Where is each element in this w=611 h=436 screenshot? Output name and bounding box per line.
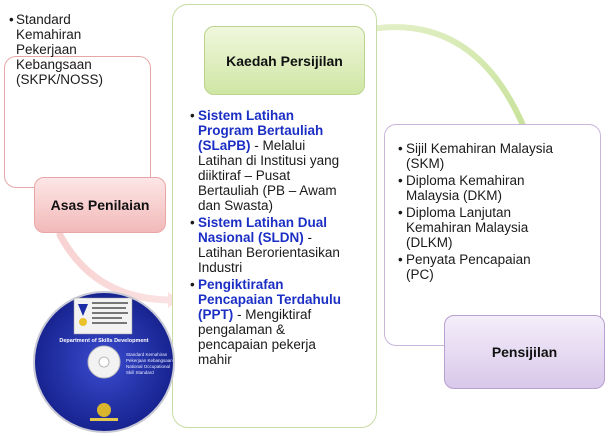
bullet: •: [398, 173, 403, 188]
method-description: Latihan di Institusi yang: [198, 153, 340, 168]
bullet: •: [398, 252, 403, 267]
cd-line: Skill Standard: [126, 370, 154, 375]
bullet: •: [9, 12, 14, 27]
certification-card: [384, 124, 601, 346]
method-description: Bertauliah (PB – Awam: [198, 183, 337, 198]
bullet: •: [190, 277, 195, 292]
kaedah-persijilan-label: Kaedah Persijilan: [204, 26, 365, 95]
method-description: dan Swasta): [198, 198, 274, 213]
method-description: Industri: [198, 260, 243, 275]
bullet: •: [398, 205, 403, 220]
method-description: diiktiraf – Pusat: [198, 168, 291, 183]
cd-line: Pekerjaan Kebangsaan: [126, 358, 173, 363]
certification-item: •Sijil Kemahiran Malaysia(SKM): [398, 141, 593, 171]
cd-top-label: Department of Skills Development: [59, 338, 148, 344]
certification-line: Sijil Kemahiran Malaysia: [406, 141, 554, 156]
method-title: (SLaPB): [198, 138, 251, 153]
cd-line: Standard Kemahiran: [126, 352, 168, 357]
basis-line: (SKPK/NOSS): [16, 72, 104, 87]
method-description: mahir: [198, 352, 232, 367]
method-title: Pengiktirafan: [198, 277, 284, 292]
basis-card: [4, 56, 151, 188]
method-title: Sistem Latihan: [198, 108, 295, 123]
certification-line: (PC): [406, 267, 434, 282]
method-title: (PPT): [198, 307, 234, 322]
method-description: - Melalui: [250, 138, 306, 153]
noss-cd-image: Department of Skills Development Standar…: [33, 291, 175, 433]
certification-list: •Sijil Kemahiran Malaysia(SKM)•Diploma K…: [398, 141, 593, 284]
asas-penilaian-label: Asas Penilaian: [34, 177, 166, 233]
method-description: - Mengiktiraf: [233, 307, 312, 322]
bullet: •: [190, 108, 195, 123]
method-title: Pencapaian Terdahulu: [198, 292, 342, 307]
method-title: Program Bertauliah: [198, 123, 324, 138]
asas-to-middle-arrow: [56, 231, 176, 304]
cd-line: National Occupational: [126, 364, 170, 369]
basis-line: Kebangsaan: [16, 57, 92, 72]
method-description: pengalaman &: [198, 322, 286, 337]
certification-line: Penyata Pencapaian: [406, 252, 531, 267]
certification-line: (DLKM): [406, 235, 453, 250]
method-description: Latihan Berorientasikan: [198, 245, 340, 260]
method-title: Sistem Latihan Dual: [198, 215, 328, 230]
certification-item: •Penyata Pencapaian(PC): [398, 252, 593, 282]
certification-line: Diploma Lanjutan: [406, 205, 512, 220]
method-title: Nasional (SLDN): [198, 230, 304, 245]
bullet: •: [398, 141, 403, 156]
certification-line: (SKM): [406, 156, 445, 171]
basis-line: Kemahiran: [16, 27, 82, 42]
certification-line: Diploma Kemahiran: [406, 173, 525, 188]
basis-line: Standard: [16, 12, 71, 27]
certification-line: Kemahiran Malaysia: [406, 220, 529, 235]
bullet: •: [190, 215, 195, 230]
method-description: -: [303, 230, 313, 245]
kaedah-to-right-arrow: [362, 24, 528, 133]
method-description: pencapaian pekerja: [198, 337, 316, 352]
pensijilan-label: Pensijilan: [444, 315, 605, 389]
certification-line: Malaysia (DKM): [406, 188, 503, 203]
basis-line: Pekerjaan: [16, 42, 77, 57]
